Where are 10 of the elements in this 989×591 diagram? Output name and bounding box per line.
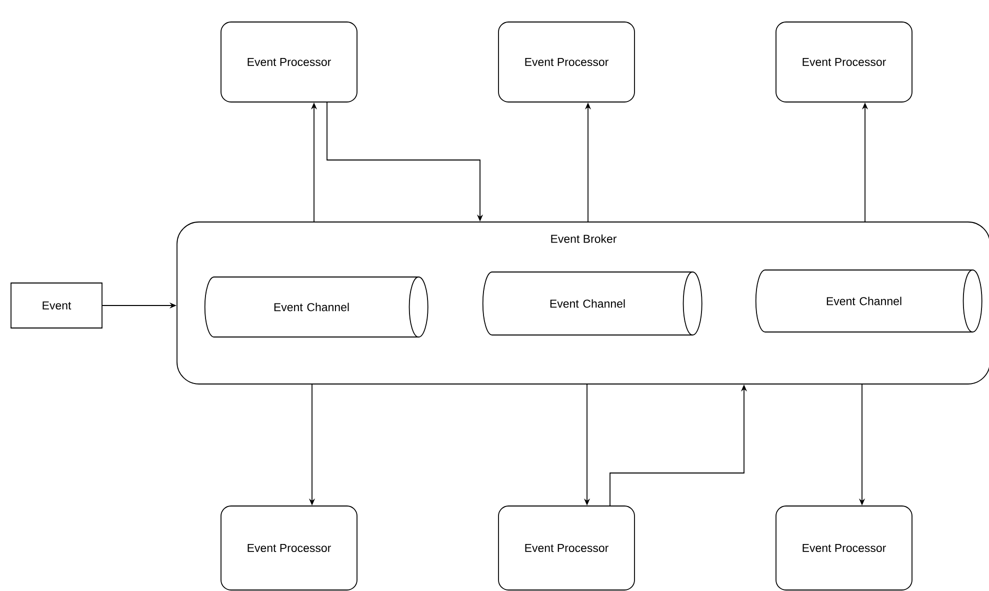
event-box: Event: [10, 282, 102, 328]
processor-box: Event Processor: [220, 506, 358, 590]
processor-box: Event Processor: [220, 22, 358, 102]
processor-box: Event Processor: [776, 22, 912, 102]
channel-cylinder: Event Channel: [755, 270, 982, 332]
channel-cylinder: Event Channel: [204, 276, 428, 338]
processor-box: Event Processor: [498, 506, 635, 590]
channel-cylinder: Event Channel: [482, 272, 702, 336]
processor-box: Event Processor: [776, 506, 912, 590]
processor-box: Event Processor: [498, 22, 635, 102]
